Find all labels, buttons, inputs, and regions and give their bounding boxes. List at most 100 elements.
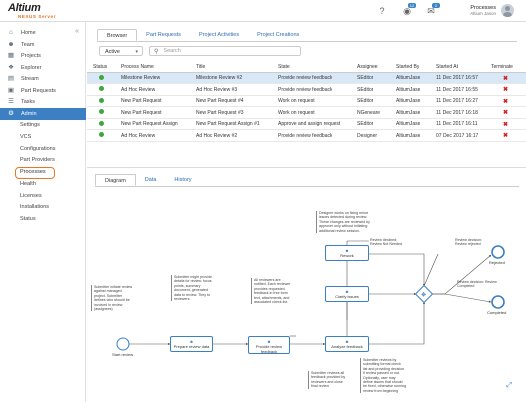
bell-icon[interactable]: ◉ (403, 6, 411, 16)
detail-tabs-divider (95, 186, 519, 187)
col-process-name[interactable]: Process Name (121, 64, 154, 70)
chevron-down-icon: ▾ (135, 48, 138, 55)
flow-label-completed: Review decision: Review Completed (457, 280, 497, 289)
main-content: Browser Part Requests Project Activities… (87, 22, 526, 402)
terminate-icon[interactable]: ✖ (503, 110, 509, 116)
projects-icon: ▦ (7, 52, 15, 60)
terminate-icon[interactable]: ✖ (503, 98, 509, 105)
tab-project-activities[interactable]: Project Activities (199, 32, 240, 38)
col-started-by[interactable]: Started By (396, 64, 420, 70)
status-active-dot (99, 86, 104, 91)
task-analyze-feedback[interactable]: ☻ Analyze feedback (325, 336, 369, 352)
altium-logo[interactable]: Altium NEXUS Server (8, 2, 56, 20)
table-row[interactable]: New Part Request Assign New Part Request… (87, 119, 526, 130)
tab-browser[interactable]: Browser (97, 29, 138, 41)
status-active-dot (99, 132, 104, 137)
team-icon: ☻ (7, 40, 15, 48)
sidebar-subitem-vcs[interactable]: VCS (20, 134, 32, 140)
app-header: Altium NEXUS Server ? ◉ 12 ✉ 2 Processes… (0, 0, 526, 22)
sidebar-item-admin[interactable]: ⚙Admin (0, 108, 86, 120)
decision-gateway[interactable] (414, 284, 434, 304)
search-input[interactable]: ⚲ Search (149, 46, 301, 56)
end-event-rejected[interactable] (491, 245, 505, 259)
process-tabs: Browser Part Requests Project Activities… (97, 29, 308, 41)
sidebar-subitem-health[interactable]: Health (20, 181, 36, 187)
completed-label: Completed (487, 310, 507, 315)
task-prepare-review-data[interactable]: ☻ Prepare review data (170, 336, 213, 352)
status-active-dot (99, 97, 104, 103)
admin-icon: ⚙ (8, 109, 14, 117)
tabs-divider (97, 41, 517, 42)
collapse-sidebar-icon[interactable]: « (75, 28, 79, 35)
sidebar-item-tasks[interactable]: ☰Tasks (8, 98, 36, 106)
sidebar-item-stream[interactable]: ▤Stream (7, 75, 39, 83)
sidebar-subitem-settings[interactable]: Settings (20, 122, 40, 128)
table-row[interactable]: New Part Request New Part Request #3 Wor… (87, 108, 526, 119)
col-title[interactable]: Title (196, 64, 206, 70)
col-terminate[interactable]: Terminate (491, 64, 513, 70)
col-state[interactable]: State (278, 64, 290, 70)
tab-part-requests[interactable]: Part Requests (146, 32, 182, 38)
tab-data[interactable]: Data (144, 177, 157, 183)
mail-icon[interactable]: ✉ (427, 6, 435, 16)
col-status[interactable]: Status (93, 64, 108, 70)
task-provide-review-feedback[interactable]: ☻ Provide review feedback (248, 336, 290, 354)
sidebar-item-projects[interactable]: ▦Projects (7, 52, 41, 60)
tasks-icon: ☰ (8, 98, 14, 106)
sidebar-item-explorer[interactable]: ❖Explorer (8, 63, 42, 71)
stream-icon: ▤ (7, 75, 15, 83)
avatar[interactable] (501, 4, 514, 17)
task-rework[interactable]: ☻ Rework (325, 245, 369, 261)
col-started-at[interactable]: Started At (436, 64, 458, 70)
messages-badge: 2 (432, 3, 440, 8)
annotation-prepare: Submitter might provide details for revi… (171, 275, 213, 302)
table-row[interactable]: Ad Hoc Review Ad Hoc Review #2 Provide r… (87, 131, 526, 142)
start-event[interactable] (116, 337, 130, 351)
sidebar-item-team[interactable]: ☻Team (7, 40, 35, 48)
help-icon[interactable]: ? (379, 6, 385, 16)
table-row[interactable]: Ad Hoc Review Ad Hoc Review #3 Provide r… (87, 85, 526, 96)
sidebar-subitem-licenses[interactable]: Licenses (20, 192, 42, 199)
part-requests-icon: ▣ (7, 86, 15, 94)
user-task-icon: ☻ (266, 339, 272, 344)
gateway-icon: ✥ (421, 292, 426, 299)
terminate-icon[interactable]: ✖ (503, 87, 509, 93)
sidebar-subitem-installations[interactable]: Installations (20, 204, 50, 210)
terminate-icon[interactable]: ✖ (503, 133, 509, 139)
rejected-label: Rejected (489, 260, 505, 265)
process-detail-panel: Diagram Data History (87, 167, 526, 402)
sidebar-subitem-part-providers[interactable]: Part Providers (20, 157, 55, 163)
annotation-rework: Designer works on fixing minor issues de… (316, 211, 372, 234)
detail-tabs: Diagram Data History (95, 174, 201, 186)
user-task-icon: ☻ (189, 339, 194, 344)
flow-label-rejected: Review decision: Review rejected (455, 238, 482, 247)
annotation-provide: All reviewers are notified. Each reviewe… (251, 278, 293, 305)
sidebar-item-part-requests[interactable]: ▣Part Requests (7, 86, 56, 94)
end-event-completed[interactable] (491, 295, 505, 309)
status-active-dot (99, 74, 104, 80)
expand-icon[interactable]: ⤢ (506, 382, 512, 389)
tab-diagram[interactable]: Diagram (95, 174, 136, 186)
tab-history[interactable]: History (174, 177, 192, 183)
flow-label-declined: Review declined; Review Not Needed (370, 238, 402, 247)
terminate-icon[interactable]: ✖ (503, 121, 509, 128)
status-active-dot (99, 109, 104, 114)
user-task-icon: ☻ (344, 339, 350, 344)
terminate-icon[interactable]: ✖ (503, 75, 509, 82)
table-header: Status Process Name Title State Assignee… (87, 62, 526, 73)
sidebar-subitem-status[interactable]: Status (20, 215, 36, 222)
table-row[interactable]: New Part Request New Part Request #4 Wor… (87, 96, 526, 107)
sidebar-item-home[interactable]: ⌂Home (0, 27, 86, 39)
table-row[interactable]: Milestone Review Milestone Review #2 Pro… (87, 73, 526, 84)
annotation-start: Submitter initiate review against manage… (91, 285, 133, 312)
col-assignee[interactable]: Assignee (357, 64, 378, 70)
tab-project-creations[interactable]: Project Creations (257, 32, 300, 38)
status-filter-select[interactable]: Active ▾ (99, 46, 143, 56)
user-menu[interactable]: Processes Altium Jason (470, 5, 496, 16)
task-clarify-issues[interactable]: ☻ Clarify issues (325, 286, 369, 302)
sidebar-subitem-processes[interactable]: Processes (15, 167, 55, 179)
home-icon: ⌂ (9, 28, 13, 36)
sidebar-subitem-configurations[interactable]: Configurations (20, 145, 56, 152)
user-task-icon: ☻ (344, 289, 350, 294)
search-icon: ⚲ (154, 48, 159, 55)
